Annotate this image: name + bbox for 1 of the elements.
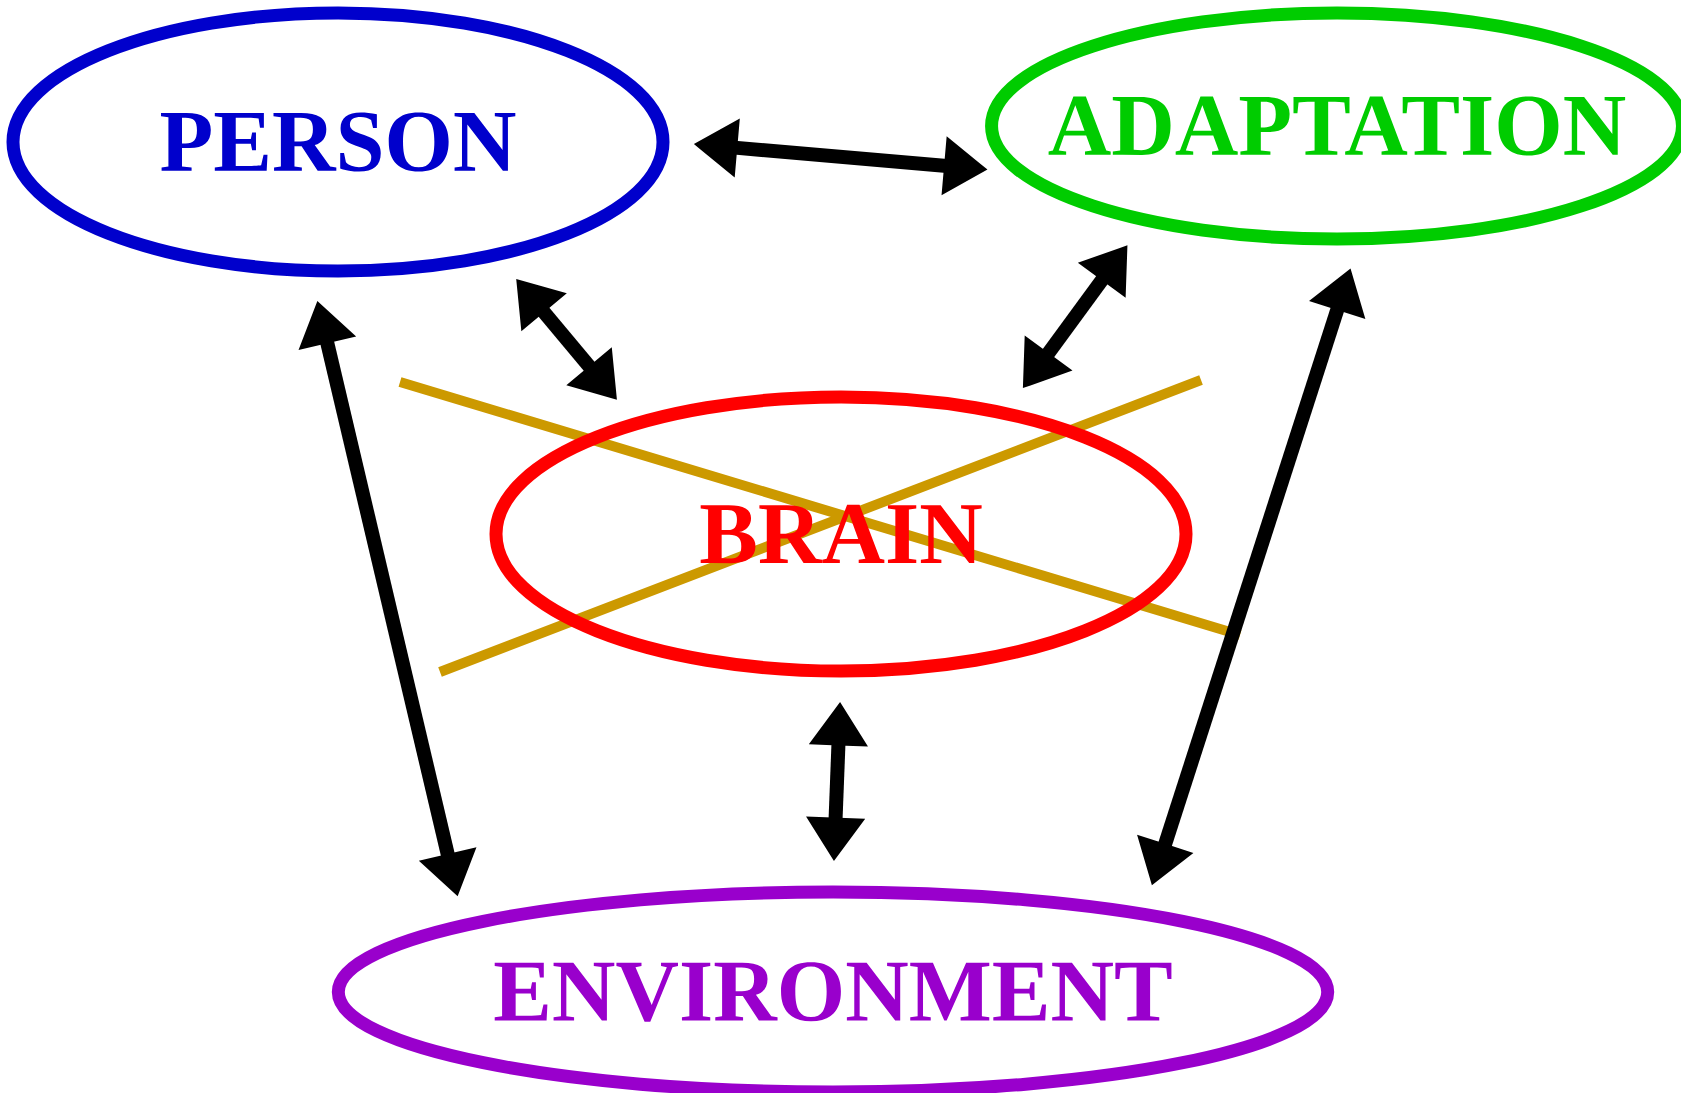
ellipse-node: PERSON [6,6,670,278]
